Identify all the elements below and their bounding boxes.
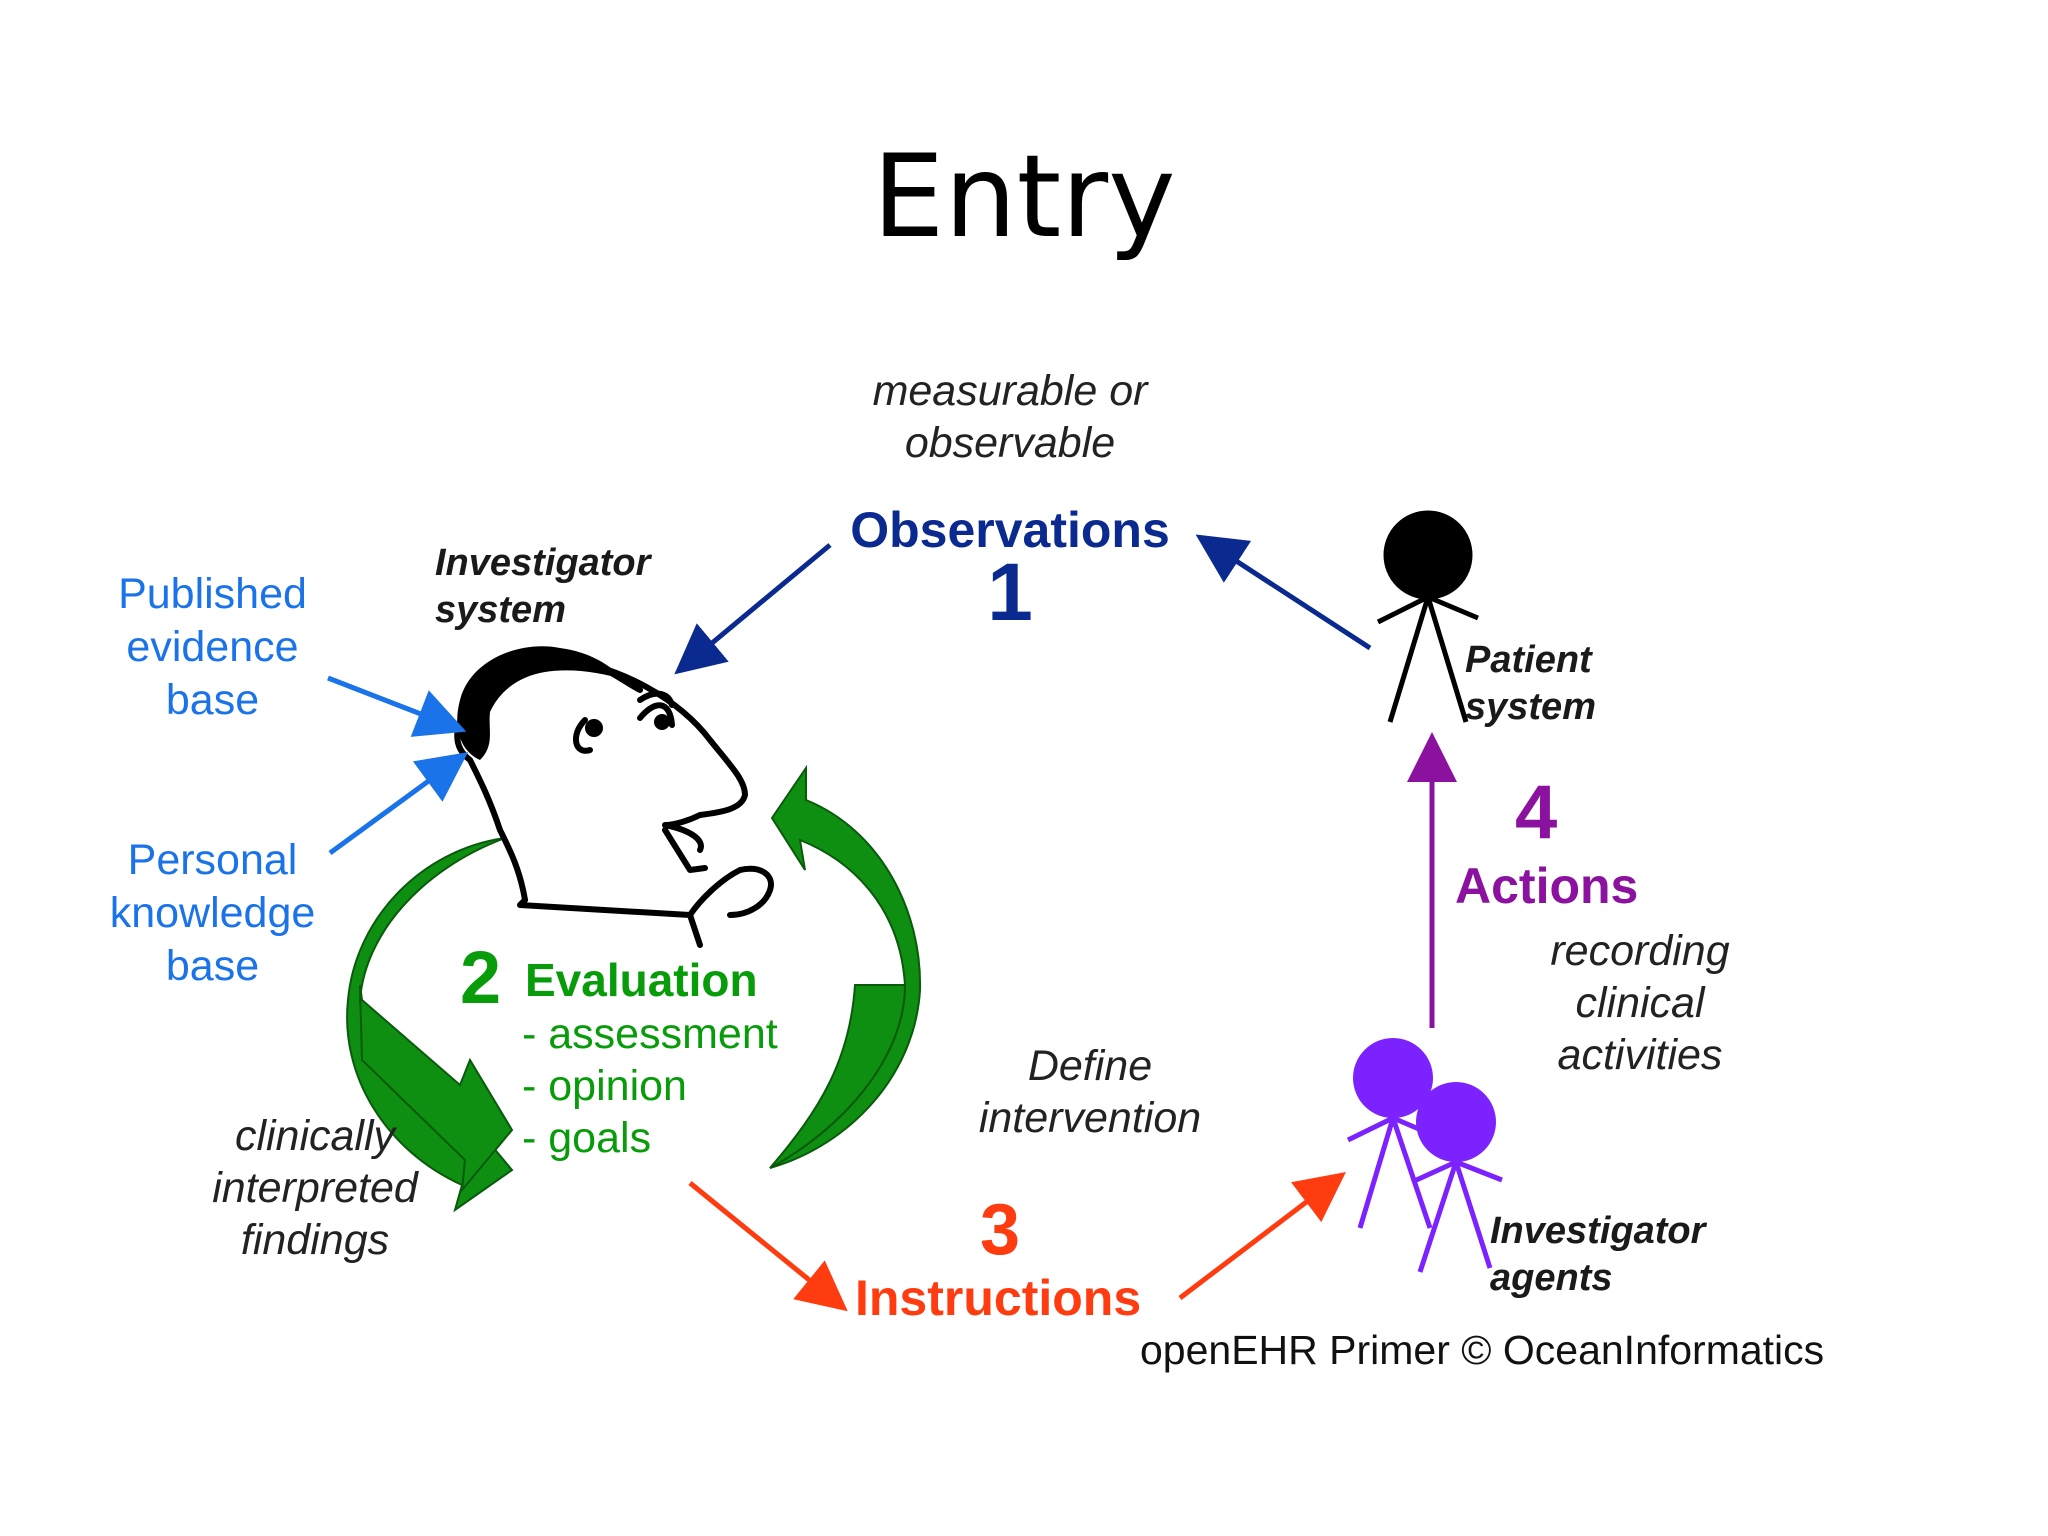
arrow-personal-knowledge [328, 752, 469, 856]
published-evidence-base-label: Published evidence base [90, 568, 335, 727]
actions-note-line3: activities [1557, 1031, 1723, 1079]
investigator-system-label: Investigator system [435, 540, 650, 634]
investigator-system-line2: system [435, 589, 566, 631]
observations-note-line1: measurable or [872, 367, 1148, 415]
investigator-agents-line1: Investigator [1490, 1210, 1706, 1252]
evaluation-label: Evaluation [525, 954, 758, 1006]
evaluation-number: 2 [460, 936, 502, 1019]
observations-label: Observations [850, 502, 1170, 558]
patient-system-line1: Patient [1465, 639, 1592, 681]
arrow-evaluation-to-instructions [688, 1181, 848, 1312]
actions-number: 4 [1515, 770, 1558, 855]
green-arrow-right-head [769, 984, 907, 1169]
evaluation-items: - assessment - opinion - goals [522, 1008, 778, 1164]
actions-note-line1: recording [1550, 927, 1730, 975]
published-evidence-line1: Published [118, 570, 307, 618]
actions-note-line2: clinical [1575, 979, 1705, 1027]
evaluation-item-assessment: - assessment [522, 1010, 778, 1058]
findings-line1: clinically [234, 1112, 396, 1160]
observations-note: measurable or observable [840, 365, 1180, 469]
green-arrow-left-head [359, 984, 514, 1194]
personal-knowledge-line2: knowledge [109, 889, 316, 937]
personal-knowledge-base-label: Personal knowledge base [90, 834, 335, 993]
instructions-number: 3 [979, 1190, 1021, 1270]
findings-line2: interpreted [212, 1164, 418, 1212]
patient-system-line2: system [1465, 686, 1596, 728]
findings-line3: findings [240, 1216, 390, 1264]
arrow-instructions-to-agents [1178, 1171, 1346, 1300]
clinically-interpreted-findings-note: clinically interpreted findings [190, 1110, 440, 1266]
define-intervention-line2: intervention [978, 1094, 1202, 1142]
personal-knowledge-line1: Personal [127, 836, 298, 884]
arrow-observations-to-investigator [674, 543, 832, 675]
arrow-published-evidence [327, 675, 467, 737]
page-title: Entry [872, 130, 1176, 263]
actions-label: Actions [1455, 858, 1639, 914]
evaluation-item-goals: - goals [522, 1114, 652, 1162]
arrow-patient-to-observations [1195, 534, 1372, 651]
investigator-agents-label: Investigator agents [1490, 1208, 1705, 1302]
observations-number: 1 [987, 547, 1033, 638]
instructions-label: Instructions [855, 1270, 1142, 1326]
copyright-text: openEHR Primer © OceanInformatics [1140, 1327, 1825, 1373]
define-intervention-note: Define intervention [950, 1040, 1230, 1144]
investigator-system-line1: Investigator [435, 542, 651, 584]
patient-figure [1376, 510, 1479, 723]
observations-note-line2: observable [904, 419, 1116, 467]
define-intervention-line1: Define [1027, 1042, 1153, 1090]
patient-system-label: Patient system [1465, 637, 1596, 731]
investigator-hair [457, 646, 625, 760]
published-evidence-line2: evidence [126, 623, 299, 671]
investigator-agents-line2: agents [1490, 1257, 1613, 1299]
personal-knowledge-line3: base [165, 942, 260, 990]
recording-clinical-activities-note: recording clinical activities [1520, 925, 1760, 1081]
investigator-agents-figure [1346, 1038, 1503, 1273]
investigator-figure [454, 651, 774, 948]
green-cycle-arrows [346, 764, 922, 1213]
published-evidence-line3: base [165, 676, 260, 724]
evaluation-item-opinion: - opinion [522, 1062, 687, 1110]
